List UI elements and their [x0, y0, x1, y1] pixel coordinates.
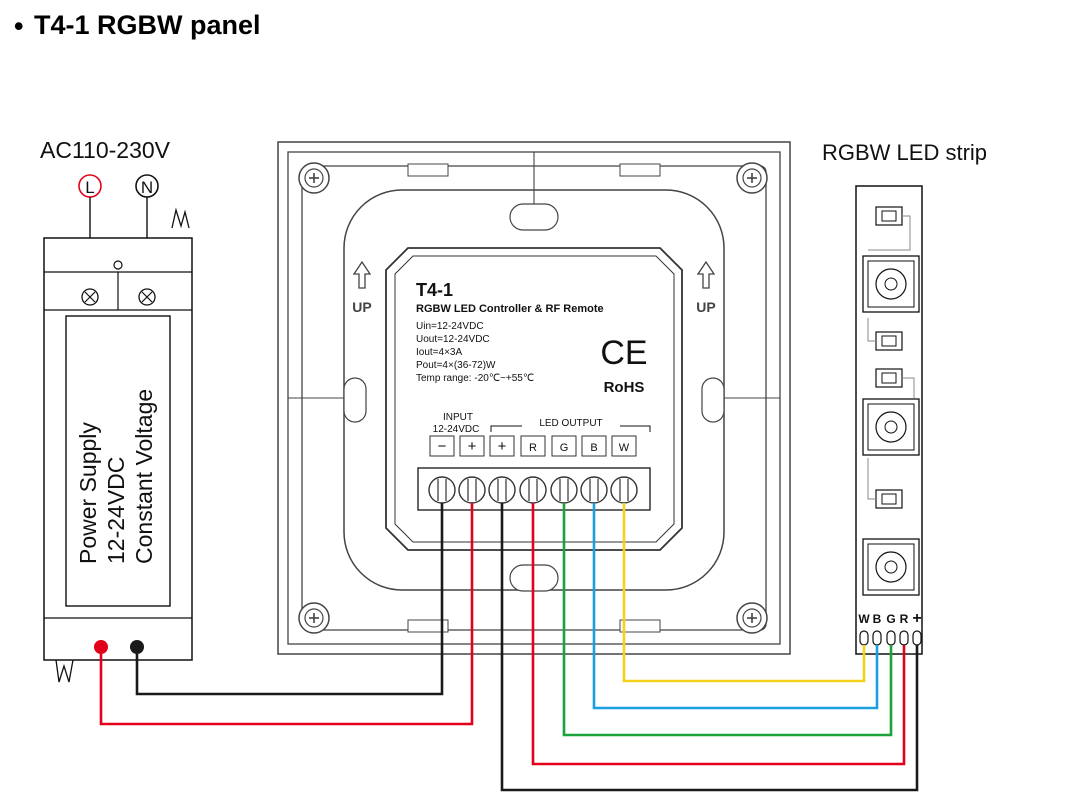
strip-pin-pad [872, 630, 882, 646]
terminal-screw-icon [458, 476, 486, 504]
controller-spec: Iout=4×3A [416, 347, 462, 358]
ac-terminal-n-label: N [141, 178, 153, 197]
strip-components [862, 206, 920, 596]
wire-psu-negative [135, 503, 444, 696]
input-voltage-label: 12-24VDC [433, 424, 480, 435]
controller-spec: Temp range: -20℃~+55℃ [416, 373, 534, 384]
terminal-label: B [590, 442, 597, 454]
strip-pin-label: R [900, 612, 909, 626]
led-chip-icon [862, 398, 920, 456]
terminal-label: + [468, 438, 477, 455]
strip-pin-pad [899, 630, 909, 646]
terminal-label: G [560, 442, 569, 454]
led-output-label: LED OUTPUT [539, 418, 602, 429]
psu-line-1: Power Supply [75, 422, 101, 564]
wire-psu-positive [99, 503, 474, 726]
led-chip-icon [862, 255, 920, 313]
terminal-screw-icon [519, 476, 547, 504]
controller-spec: Pout=4×(36-72)W [416, 360, 496, 371]
strip-pin-label: G [886, 612, 895, 626]
wire-red-channel [531, 503, 906, 766]
terminal-label-box [459, 435, 485, 457]
screw-terminal-n-icon [138, 288, 156, 306]
controller-subtitle: RGBW LED Controller & RF Remote [416, 303, 604, 315]
wire-white-channel [622, 503, 866, 683]
ac-terminal-n: N [135, 174, 159, 198]
strip-connector-icon [875, 206, 903, 226]
strip-pin-label: + [912, 610, 921, 627]
terminal-screw-icon [428, 476, 456, 504]
ce-mark: CE [600, 334, 647, 372]
screw-bottom-right-icon [736, 602, 768, 634]
terminal-label: W [619, 442, 630, 454]
controller-spec: Uout=12-24VDC [416, 334, 490, 345]
power-supply: Power Supply 12-24VDC Constant Voltage [43, 207, 193, 683]
strip-pin-pad [886, 630, 896, 646]
controller-model: T4-1 [416, 280, 453, 300]
strip-pin-label: W [858, 612, 870, 626]
terminal-label: R [529, 442, 537, 454]
strip-pin-pad [859, 630, 869, 646]
psu-output-negative [130, 640, 144, 654]
up-arrow-left-icon: UP [352, 260, 372, 315]
strip-pin-label: B [873, 612, 882, 626]
terminal-labels: − + + R G B W [429, 435, 637, 457]
strip-connector-icon [875, 331, 903, 351]
wires [99, 503, 919, 792]
screw-top-right-icon [736, 162, 768, 194]
led-strip-label: RGBW LED strip [822, 140, 987, 165]
psu-line-2: 12-24VDC [103, 457, 129, 564]
ac-terminal-l: L [78, 174, 102, 198]
strip-pin-pad [912, 630, 922, 646]
terminal-label: + [498, 438, 507, 455]
screw-bottom-left-icon [298, 602, 330, 634]
screw-top-left-icon [298, 162, 330, 194]
terminal-screw-icon [580, 476, 608, 504]
terminal-label: − [438, 438, 447, 455]
controller-module: T4-1 RGBW LED Controller & RF Remote Uin… [385, 247, 683, 551]
terminal-label-box [520, 435, 546, 457]
up-label-left: UP [352, 299, 371, 315]
ac-terminal-l-label: L [85, 178, 94, 197]
ac-input-label: AC110-230V [40, 137, 171, 163]
psu-line-3: Constant Voltage [131, 389, 157, 564]
controller-spec: Uin=12-24VDC [416, 321, 484, 332]
terminal-label-box [429, 435, 455, 457]
terminal-label-box [581, 435, 607, 457]
strip-connector-icon [875, 489, 903, 509]
screw-terminal-l-icon [81, 288, 99, 306]
psu-output-positive [94, 640, 108, 654]
title-bullet: • [14, 11, 23, 41]
wire-blue-channel [592, 503, 879, 710]
rohs-mark: RoHS [604, 379, 645, 396]
input-label: INPUT [443, 412, 473, 423]
up-label-right: UP [696, 299, 715, 315]
terminal-screws [428, 476, 638, 504]
up-arrow-right-icon: UP [696, 260, 716, 315]
strip-connector-icon [875, 368, 903, 388]
terminal-label-box [551, 435, 577, 457]
terminal-screw-icon [610, 476, 638, 504]
terminal-screw-icon [488, 476, 516, 504]
page-title: T4-1 RGBW panel [34, 10, 261, 40]
terminal-label-box [489, 435, 515, 457]
terminal-label-box [611, 435, 637, 457]
wire-green-channel [562, 503, 893, 737]
led-chip-icon [862, 538, 920, 596]
wire-strip-positive [500, 503, 919, 792]
terminal-screw-icon [550, 476, 578, 504]
